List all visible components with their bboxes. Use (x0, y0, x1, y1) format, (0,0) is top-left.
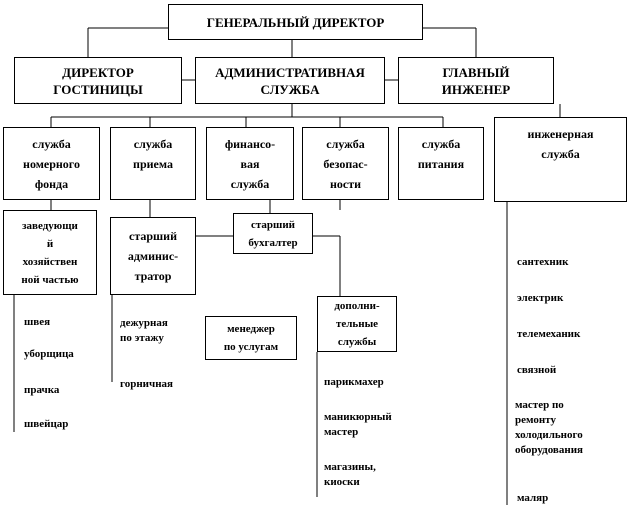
staff-seamstress: швея (24, 316, 51, 328)
hotel-director-box: ДИРЕКТОР ГОСТИНИЦЫ (14, 57, 182, 104)
staff-laundress: прачка (24, 384, 60, 396)
senior-admin-box: старший админис- тратор (110, 217, 196, 295)
engineering-service-box: инженерная служба (494, 117, 627, 202)
staff-floor-attendant: дежурная по этажу (120, 317, 168, 344)
senior-accountant-label: старший бухгалтер (248, 218, 298, 249)
general-director-label: ГЕНЕРАЛЬНЫЙ ДИРЕКТОР (206, 14, 385, 30)
additional-services-box: дополни- тельные службы (317, 296, 397, 352)
chief-engineer-label: ГЛАВНЫЙ ИНЖЕНЕР (441, 64, 511, 97)
chief-engineer-box: ГЛАВНЫЙ ИНЖЕНЕР (398, 57, 554, 104)
security-service-box: служба безопас- ности (302, 127, 389, 200)
senior-accountant-box: старший бухгалтер (233, 213, 313, 254)
engineering-service-label: инженерная служба (527, 127, 594, 161)
senior-admin-label: старший админис- тратор (127, 229, 179, 283)
reception-service-label: служба приема (133, 137, 173, 171)
catering-service-box: служба питания (398, 127, 484, 200)
housekeeping-head-box: заведующи й хозяйствен ной частью (3, 210, 97, 295)
room-fund-service-label: служба номерного фонда (23, 137, 80, 191)
service-manager-box: менеджер по услугам (205, 316, 297, 360)
additional-services-label: дополни- тельные службы (334, 300, 380, 348)
staff-shops: магазины, киоски (324, 461, 376, 488)
staff-hairdresser: парикмахер (324, 376, 384, 388)
admin-service-box: АДМИНИСТРАТИВНАЯ СЛУЖБА (195, 57, 385, 104)
staff-telemechanic: телемеханик (517, 328, 581, 340)
admin-service-label: АДМИНИСТРАТИВНАЯ СЛУЖБА (215, 64, 365, 97)
staff-painter: маляр (517, 492, 549, 504)
security-service-label: служба безопас- ности (323, 137, 368, 191)
finance-service-label: финансо- вая служба (224, 137, 276, 191)
staff-signalman: связной (517, 364, 557, 376)
catering-service-label: служба питания (417, 137, 465, 171)
staff-electrician: электрик (517, 292, 564, 304)
hotel-director-label: ДИРЕКТОР ГОСТИНИЦЫ (53, 64, 143, 97)
staff-plumber: сантехник (517, 256, 569, 268)
service-manager-label: менеджер по услугам (223, 323, 279, 353)
staff-doorman: швейцар (24, 418, 69, 430)
general-director-box: ГЕНЕРАЛЬНЫЙ ДИРЕКТОР (168, 4, 423, 40)
room-fund-service-box: служба номерного фонда (3, 127, 100, 200)
staff-maid: горничная (120, 378, 174, 390)
staff-manicurist: маникюрный мастер (324, 411, 392, 438)
finance-service-box: финансо- вая служба (206, 127, 294, 200)
housekeeping-head-label: заведующи й хозяйствен ной частью (21, 219, 79, 286)
staff-cleaner: уборщица (24, 348, 74, 360)
staff-refrigeration-master: мастер по ремонту холодильного оборудова… (515, 399, 583, 456)
reception-service-box: служба приема (110, 127, 196, 200)
